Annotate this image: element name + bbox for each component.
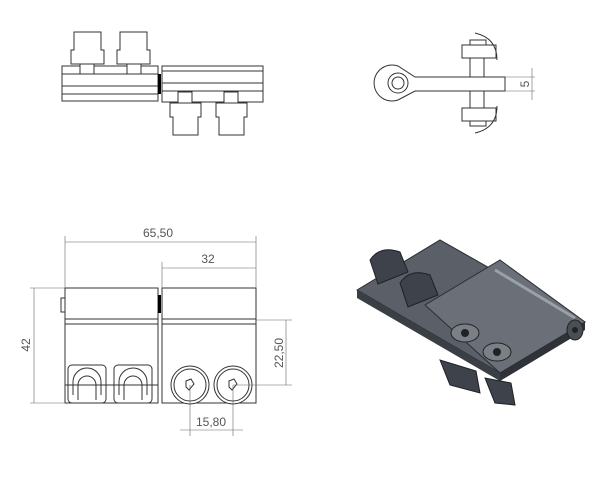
divider-mark bbox=[158, 295, 161, 313]
dim-hole-offset: 22,50 bbox=[272, 338, 286, 368]
dim-part-width: 32 bbox=[201, 252, 215, 266]
front-view: 65,50 32 42 22,50 15,80 bbox=[19, 226, 292, 436]
dim-hole-spacing: 15,80 bbox=[196, 415, 226, 429]
clamp-left-1 bbox=[67, 364, 107, 404]
dim-overall-width: 65,50 bbox=[143, 226, 173, 240]
top-view bbox=[61, 31, 264, 136]
isometric-view bbox=[356, 239, 586, 406]
side-view: 5 bbox=[373, 32, 535, 134]
dim-height: 42 bbox=[19, 338, 33, 352]
divider-mark bbox=[158, 74, 161, 94]
dim-thickness: 5 bbox=[518, 80, 532, 87]
clamp-left-2 bbox=[113, 364, 153, 404]
